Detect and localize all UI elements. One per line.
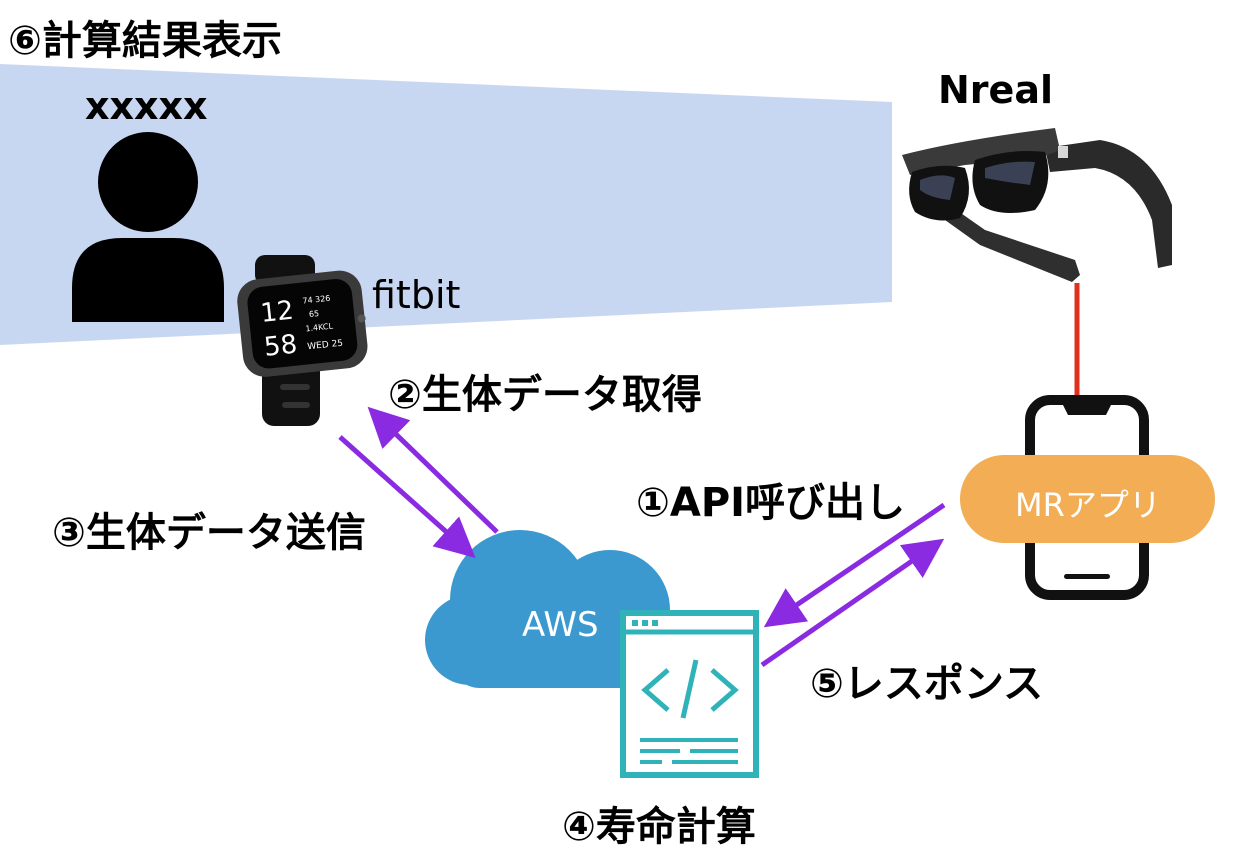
- arrow-biodata-fetch: [367, 406, 499, 534]
- watch-minute: 58: [263, 329, 299, 362]
- watch-hour: 12: [259, 296, 295, 329]
- display-area: [0, 64, 892, 345]
- watch-label: fitbit: [372, 273, 461, 317]
- watch-mini-1: 74 326: [302, 294, 331, 306]
- ar-glasses-icon: [902, 128, 1172, 282]
- mr-app-pill: [960, 455, 1215, 543]
- arrow-api-call: [763, 502, 946, 628]
- smartwatch-icon: [237, 255, 368, 426]
- step6-label: ⑥計算結果表示: [8, 18, 282, 64]
- mr-app-label: MRアプリ: [1015, 486, 1161, 524]
- step3-label: ③生体データ送信: [52, 510, 366, 556]
- arrow-response: [760, 538, 945, 668]
- user-icon: [72, 132, 224, 322]
- watch-mini-2: 65: [308, 309, 319, 319]
- watch-day: WED 25: [307, 339, 344, 353]
- step2-label: ②生体データ取得: [388, 372, 702, 418]
- glasses-label: Nreal: [938, 68, 1053, 112]
- arrow-biodata-send: [338, 435, 476, 558]
- code-document-icon: [620, 610, 759, 778]
- step5-label: ⑤レスポンス: [810, 661, 1044, 707]
- step1-label: ①API呼び出し: [636, 480, 906, 526]
- step4-label: ④寿命計算: [562, 804, 756, 850]
- watch-mini-3: 1.4KCL: [305, 322, 334, 334]
- aws-label: AWS: [522, 605, 599, 645]
- user-name-label: xxxxx: [85, 84, 208, 128]
